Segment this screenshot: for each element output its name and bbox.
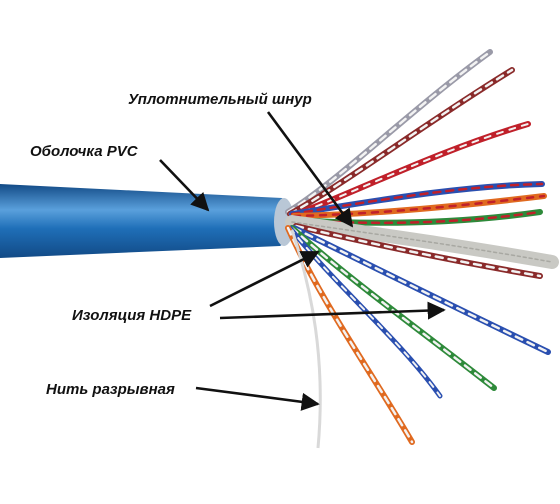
sealing-cord-texture: [291, 221, 553, 263]
rip-cord: [290, 229, 322, 449]
pair-brown-white-stripe: [288, 68, 514, 216]
label-sealing-cord: Уплотнительный шнур: [128, 91, 312, 108]
lower-pairs: [285, 223, 551, 445]
label-rip-cord: Нить разрывная: [46, 381, 175, 398]
label-jacket: Оболочка PVC: [30, 143, 139, 160]
pair-brown-lower-stripe: [294, 224, 542, 278]
cable-jacket: [0, 184, 294, 258]
arrows: [159, 111, 446, 411]
pair-red-stripe: [291, 123, 529, 217]
pair-gray-white-stripe: [286, 50, 492, 214]
jacket-body: [0, 184, 293, 258]
arrow-insulation-right: [219, 301, 446, 320]
pair-green-lower-stripe: [290, 226, 496, 390]
arrow-sealing-cord: [266, 111, 354, 228]
arrow-insulation-upper: [209, 250, 320, 308]
pair-orange-upper-stripe: [292, 194, 546, 218]
arrow-jacket: [159, 159, 210, 212]
upper-pairs: [285, 49, 547, 226]
sealing-cord: [285, 215, 559, 269]
pair-blue-lower-stripe: [292, 226, 550, 354]
pair-blue-upper-stripe: [290, 182, 544, 216]
arrow-rip-cord: [195, 386, 320, 411]
label-insulation: Изоляция HDPE: [72, 307, 192, 324]
pair-green-upper-stripe: [292, 210, 542, 225]
pair-blue-lower-2-stripe: [289, 227, 441, 397]
